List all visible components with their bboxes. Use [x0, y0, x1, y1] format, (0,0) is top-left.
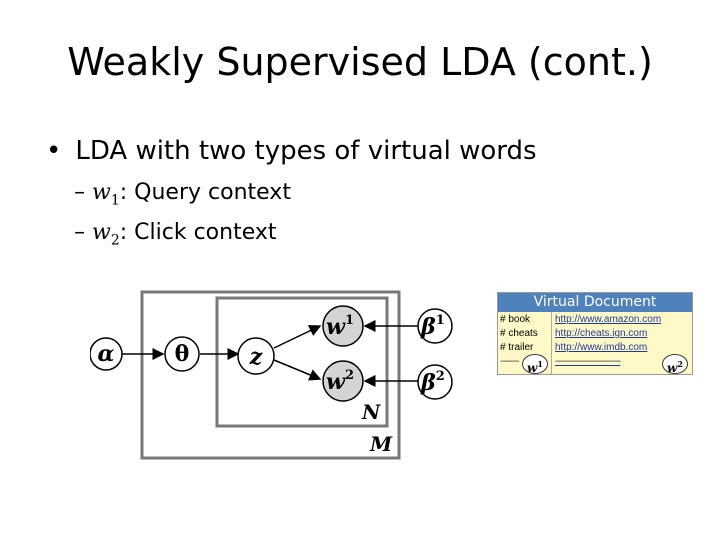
node-theta — [164, 336, 200, 372]
node-z-label: z — [249, 344, 263, 370]
node-beta2 — [417, 364, 453, 400]
subpoint-click-context: – w2: Click context — [74, 220, 277, 248]
main-bullet: • LDA with two types of virtual words — [46, 136, 537, 166]
query-item: # cheats — [500, 328, 538, 339]
query-item: # trailer — [500, 342, 534, 353]
node-w1 — [322, 305, 364, 347]
subpoint-text: : Click context — [119, 220, 277, 245]
node-z — [237, 337, 275, 375]
node-alpha-label: α — [98, 341, 115, 367]
node-w2-label: w2 — [326, 368, 354, 395]
virtual-word-w1: w1 — [522, 354, 548, 375]
column-divider — [551, 312, 552, 374]
virtual-word-w2: w2 — [662, 354, 688, 375]
node-beta2-label: β2 — [420, 369, 445, 396]
node-beta1 — [417, 308, 453, 344]
node-beta1-label: β1 — [420, 313, 445, 340]
edge-z-w1 — [273, 325, 322, 349]
virtual-document-box: Virtual Document # book # cheats # trail… — [497, 292, 693, 375]
query-dashes: -------- — [500, 356, 520, 367]
url-link[interactable]: http://www.amazon.com — [555, 314, 662, 325]
node-w1-label: w1 — [326, 313, 354, 340]
subpoint-text: : Query context — [119, 180, 291, 205]
query-column: # book # cheats # trailer -------- — [500, 313, 538, 369]
outer-plate-m — [140, 290, 401, 460]
node-w2 — [322, 360, 364, 402]
slide-title: Weakly Supervised LDA (cont.) — [67, 40, 653, 84]
plate-label-m: M — [369, 432, 393, 456]
url-link[interactable]: http://www.imdb.com — [555, 342, 648, 353]
virtual-document-header: Virtual Document — [498, 293, 692, 312]
inner-plate-n — [215, 296, 389, 428]
variable-w1: w1 — [92, 180, 120, 209]
edge-z-w2 — [273, 359, 322, 381]
node-alpha — [90, 337, 123, 371]
url-column: http://www.amazon.com http://cheats.ign.… — [555, 313, 661, 369]
node-theta-label: θ — [175, 341, 190, 367]
query-item: # book — [500, 314, 531, 325]
url-link[interactable]: http://cheats.ign.com — [555, 328, 648, 339]
bullet-dot-icon: • — [46, 136, 62, 166]
subpoint-query-context: – w1: Query context — [74, 180, 291, 208]
url-dashes: ---------------------------- — [555, 356, 621, 367]
dash-icon: – — [74, 180, 92, 205]
variable-w2: w2 — [92, 220, 120, 249]
plate-label-n: N — [361, 400, 381, 424]
virtual-document-body: # book # cheats # trailer -------- http:… — [498, 312, 692, 375]
lda-plate-diagram: N M α θ z w1 w2 β1 β2 — [90, 290, 453, 460]
main-bullet-text: LDA with two types of virtual words — [75, 136, 537, 166]
dash-icon: – — [74, 220, 92, 245]
